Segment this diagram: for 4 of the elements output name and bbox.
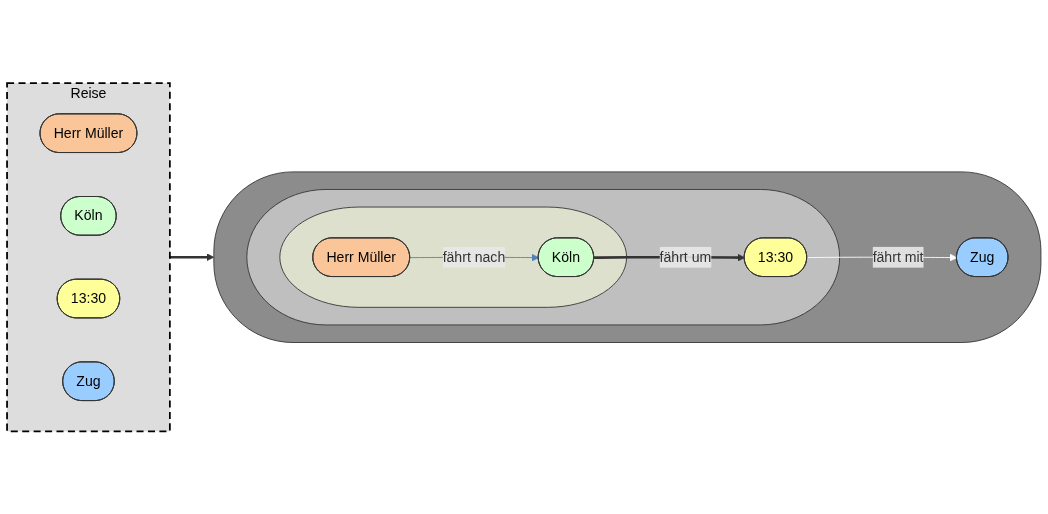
arrow <box>169 253 215 261</box>
edge-label: fährt um <box>659 249 712 265</box>
edge-label: fährt nach <box>442 249 506 265</box>
edge-label: fährt mit <box>872 249 924 265</box>
